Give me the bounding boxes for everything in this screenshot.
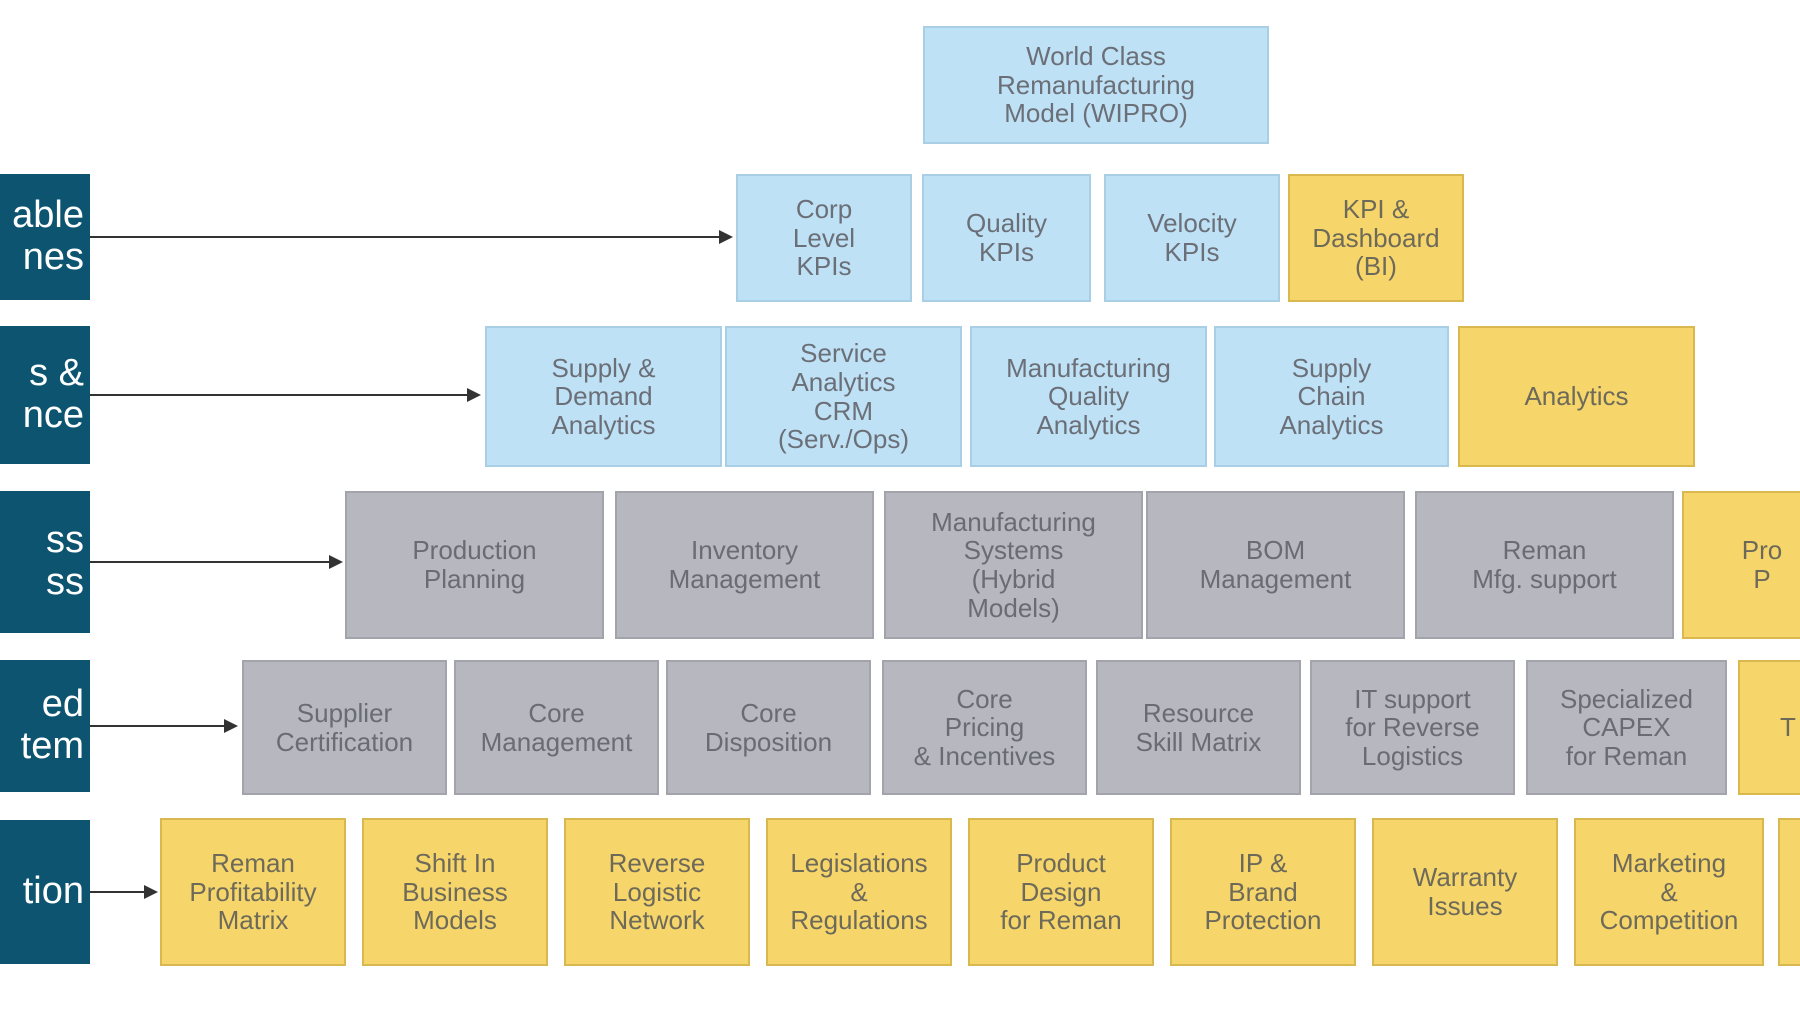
row-label-5: tion <box>0 820 90 964</box>
arrow-head-1 <box>719 230 733 244</box>
row-3-box-6: Pro P <box>1682 491 1800 639</box>
row-label-3: ss ss <box>0 491 90 633</box>
row-5-box-2: Shift In Business Models <box>362 818 548 966</box>
row-5-box-6: IP & Brand Protection <box>1170 818 1356 966</box>
row-4-box-4: Core Pricing & Incentives <box>882 660 1087 795</box>
arrow-head-5 <box>144 885 158 899</box>
row-5-box-3: Reverse Logistic Network <box>564 818 750 966</box>
row-4-box-2: Core Management <box>454 660 659 795</box>
row-4-box-7: Specialized CAPEX for Reman <box>1526 660 1727 795</box>
row-3-box-1: Production Planning <box>345 491 604 639</box>
row-3-box-2: Inventory Management <box>615 491 874 639</box>
row-1-box-4: KPI & Dashboard (BI) <box>1288 174 1464 302</box>
row-2-box-3: Manufacturing Quality Analytics <box>970 326 1207 467</box>
row-1-box-2: Quality KPIs <box>922 174 1091 302</box>
arrow-head-3 <box>329 555 343 569</box>
row-5-box-9 <box>1778 818 1800 966</box>
row-3-box-5: Reman Mfg. support <box>1415 491 1674 639</box>
row-4-box-5: Resource Skill Matrix <box>1096 660 1301 795</box>
row-5-box-7: Warranty Issues <box>1372 818 1558 966</box>
row-4-box-1: Supplier Certification <box>242 660 447 795</box>
row-4-box-6: IT support for Reverse Logistics <box>1310 660 1515 795</box>
row-1-box-1: Corp Level KPIs <box>736 174 912 302</box>
row-1-box-3: Velocity KPIs <box>1104 174 1280 302</box>
arrow-head-4 <box>224 719 238 733</box>
row-4-box-8: T <box>1738 660 1800 795</box>
top-model-box: World Class Remanufacturing Model (WIPRO… <box>923 26 1269 144</box>
arrow-head-2 <box>467 388 481 402</box>
row-2-box-5: Analytics <box>1458 326 1695 467</box>
row-4-box-3: Core Disposition <box>666 660 871 795</box>
row-3-box-3: Manufacturing Systems (Hybrid Models) <box>884 491 1143 639</box>
row-label-1: able nes <box>0 174 90 300</box>
row-5-box-1: Reman Profitability Matrix <box>160 818 346 966</box>
row-2-box-1: Supply & Demand Analytics <box>485 326 722 467</box>
row-5-box-5: Product Design for Reman <box>968 818 1154 966</box>
row-3-box-4: BOM Management <box>1146 491 1405 639</box>
row-5-box-4: Legislations & Regulations <box>766 818 952 966</box>
row-label-4: ed tem <box>0 660 90 792</box>
row-2-box-4: Supply Chain Analytics <box>1214 326 1449 467</box>
row-2-box-2: Service Analytics CRM (Serv./Ops) <box>725 326 962 467</box>
row-5-box-8: Marketing & Competition <box>1574 818 1764 966</box>
row-label-2: s & nce <box>0 326 90 464</box>
